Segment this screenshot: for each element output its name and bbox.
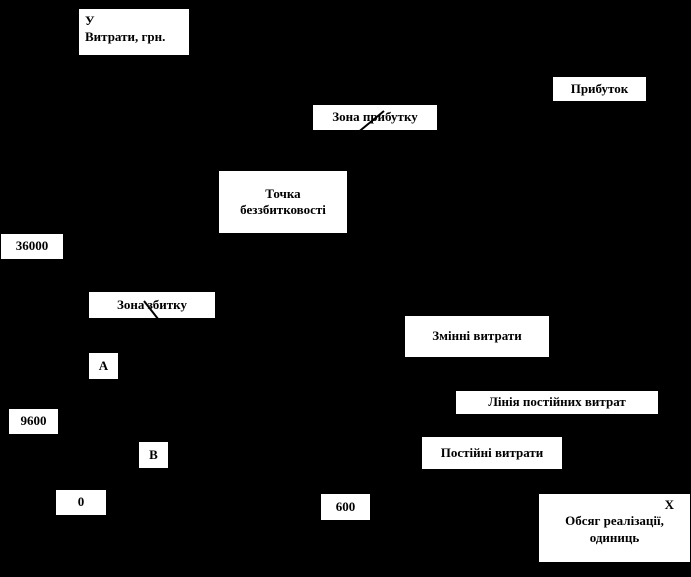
x-tick-600: 600: [320, 493, 371, 521]
break-even-point-label: Точка беззбитковості: [218, 170, 348, 234]
x-axis-label: X Обсяг реалізації, одиниць: [538, 493, 691, 563]
x-axis-units-line2: одиниць: [589, 529, 640, 545]
profit-zone-label: Зона прибутку: [312, 104, 438, 131]
origin-tick-text: 0: [77, 494, 85, 510]
y-tick-36000: 36000: [0, 233, 64, 260]
point-a-label: А: [88, 352, 119, 380]
profit-zone-label-text: Зона прибутку: [332, 109, 418, 125]
x-tick-600-text: 600: [335, 498, 356, 514]
y-tick-9600: 9600: [8, 408, 59, 435]
loss-zone-label-text: Зона збитку: [116, 296, 187, 312]
y-tick-36000-text: 36000: [15, 238, 49, 254]
origin-tick: 0: [55, 489, 107, 516]
variable-costs-label-text: Змінні витрати: [432, 328, 522, 344]
profit-label: Прибуток: [552, 76, 647, 102]
y-tick-9600-text: 9600: [20, 413, 47, 429]
variable-costs-label: Змінні витрати: [404, 315, 550, 358]
y-axis-label: У Витрати, грн.: [78, 8, 190, 56]
fixed-costs-label-text: Постійні витрати: [440, 444, 544, 460]
fixed-costs-label: Постійні витрати: [421, 436, 563, 470]
break-even-line2: беззбитковості: [240, 202, 326, 217]
point-b-text: В: [149, 446, 158, 462]
break-even-line1: Точка: [265, 185, 301, 201]
x-axis-letter: X: [664, 497, 674, 512]
y-axis-units: Витрати, грн.: [85, 29, 166, 45]
x-axis-units-line1: Обсяг реалізації,: [565, 513, 664, 529]
point-b-label: В: [138, 441, 169, 469]
point-a-text: А: [98, 357, 109, 373]
y-axis-letter: У: [85, 13, 95, 28]
fixed-costs-line-label-text: Лінія постійних витрат: [488, 394, 626, 410]
loss-zone-label: Зона збитку: [88, 291, 216, 319]
profit-label-text: Прибуток: [570, 80, 629, 96]
fixed-costs-line-label: Лінія постійних витрат: [455, 390, 659, 415]
